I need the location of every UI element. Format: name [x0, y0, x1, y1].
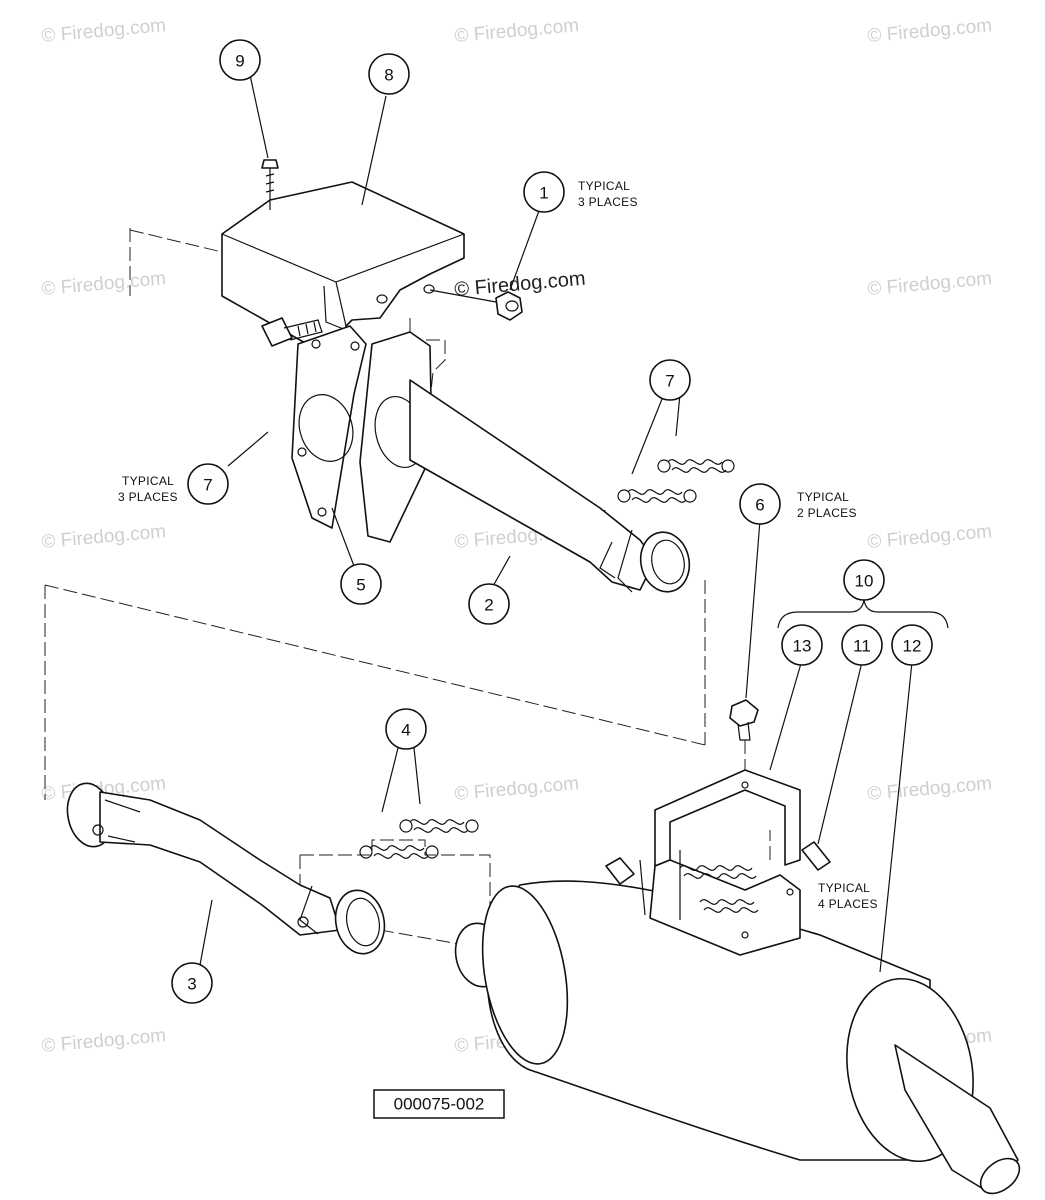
watermark: © Firedog.com	[867, 268, 993, 300]
bolt-part	[261, 317, 323, 347]
watermark: © Firedog.com	[454, 773, 580, 805]
screw-part	[261, 159, 279, 210]
watermark: © Firedog.com	[41, 268, 167, 300]
bolt-part	[729, 699, 759, 741]
callout-group: 9 8 1 7 7 6 5 2	[171, 39, 933, 1004]
leader-lines	[199, 74, 949, 973]
note-typical-6-line1: TYPICAL	[797, 490, 849, 504]
note-typical-7: TYPICAL 3 PLACES	[118, 474, 178, 504]
alignment-lines	[44, 228, 771, 946]
callout-11-label: 11	[853, 637, 871, 656]
callout-1: 1	[523, 171, 565, 213]
callout-10: 10	[843, 559, 885, 601]
callout-9: 9	[219, 39, 261, 81]
watermark: © Firedog.com	[454, 15, 580, 47]
watermark: © Firedog.com	[41, 15, 167, 47]
callout-12: 12	[891, 624, 933, 666]
note-typical-11-line1: TYPICAL	[818, 881, 870, 895]
hanger-bracket-part	[605, 769, 831, 956]
callout-7-right: 7	[649, 359, 691, 401]
note-typical-11-line2: 4 PLACES	[818, 897, 878, 911]
note-typical-6-line2: 2 PLACES	[797, 506, 857, 520]
callout-7-left-label: 7	[203, 476, 212, 495]
spring-part	[617, 459, 735, 503]
note-typical-1-line1: TYPICAL	[578, 179, 630, 193]
note-typical-1-line2: 3 PLACES	[578, 195, 638, 209]
note-typical-6: TYPICAL 2 PLACES	[797, 490, 857, 520]
watermark: © Firedog.com	[41, 1025, 167, 1057]
callout-3-label: 3	[187, 975, 196, 994]
callout-8-label: 8	[384, 66, 393, 85]
callout-2-label: 2	[484, 596, 493, 615]
callout-4: 4	[385, 708, 427, 750]
callout-4-label: 4	[401, 721, 410, 740]
spring-part	[359, 819, 479, 859]
watermark-center: © Firedog.com	[454, 268, 587, 301]
callout-5-label: 5	[356, 576, 365, 595]
figure-number-box: 000075-002	[373, 1089, 505, 1119]
note-typical-11: TYPICAL 4 PLACES	[818, 881, 878, 911]
callout-7-left: 7	[187, 463, 229, 505]
callout-5: 5	[340, 563, 382, 605]
callout-6: 6	[739, 483, 781, 525]
note-typical-7-line1: TYPICAL	[122, 474, 174, 488]
nut-part	[429, 289, 523, 321]
watermark: © Firedog.com	[867, 521, 993, 553]
gasket-part	[291, 325, 367, 529]
watermark: © Firedog.com	[41, 521, 167, 553]
callout-8: 8	[368, 53, 410, 95]
callout-7-right-label: 7	[665, 372, 674, 391]
callout-13: 13	[781, 624, 823, 666]
upper-pipe-part	[359, 331, 691, 593]
muffler-part	[454, 880, 1021, 1195]
watermark: © Firedog.com	[867, 15, 993, 47]
callout-2: 2	[468, 583, 510, 625]
callout-6-label: 6	[755, 496, 764, 515]
callout-10-label: 10	[855, 572, 874, 591]
callout-3: 3	[171, 962, 213, 1004]
note-typical-1: TYPICAL 3 PLACES	[578, 179, 638, 209]
figure-number: 000075-002	[394, 1095, 485, 1114]
callout-9-label: 9	[235, 52, 244, 71]
callout-11: 11	[841, 624, 883, 666]
callout-12-label: 12	[903, 637, 922, 656]
watermark: © Firedog.com	[867, 773, 993, 805]
lower-pipe-part	[66, 782, 386, 955]
callout-13-label: 13	[793, 637, 812, 656]
callout-1-label: 1	[539, 184, 548, 203]
note-typical-7-line2: 3 PLACES	[118, 490, 178, 504]
